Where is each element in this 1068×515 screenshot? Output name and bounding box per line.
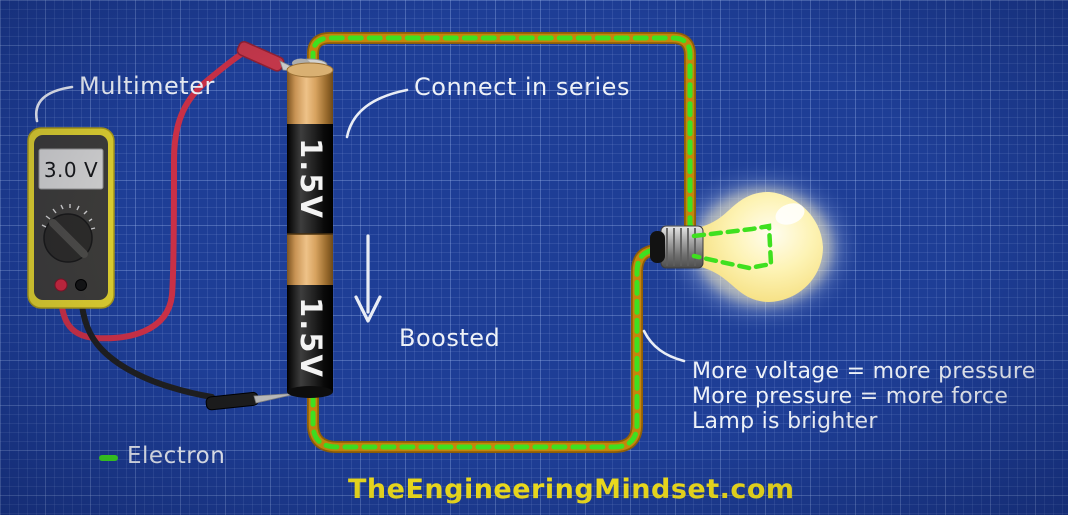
black-lead-wire (78, 286, 215, 400)
watermark-text: TheEngineeringMindset.com (348, 474, 795, 505)
black-probe-tip (253, 392, 301, 404)
note-line-2: More pressure = more force (692, 384, 1009, 409)
black-port (75, 279, 87, 291)
note-line-3: Lamp is brighter (692, 409, 878, 434)
multimeter-label: Multimeter (79, 72, 215, 100)
red-port (54, 278, 68, 292)
multimeter-callout-line (34, 85, 74, 123)
voltage-notes: More voltage = more pressure More pressu… (692, 359, 1036, 434)
light-bulb (650, 192, 823, 302)
wire-top-run (307, 32, 696, 238)
battery-1-label: 1.5V (294, 138, 328, 220)
filament-electron-dashes (691, 223, 774, 271)
bulb-highlight (775, 203, 805, 225)
electron-legend: Electron (99, 443, 225, 469)
bulb-contact-tip (650, 231, 665, 263)
connect-in-series-label: Connect in series (414, 73, 630, 101)
boosted-label: Boosted (399, 324, 501, 352)
multimeter-leads (57, 40, 304, 411)
battery-2 (287, 233, 333, 398)
battery-stack (286, 58, 334, 398)
battery-2-label: 1.5V (294, 297, 328, 379)
boosted-down-arrow (354, 234, 382, 323)
electron-legend-label: Electron (127, 443, 226, 469)
electron-dash-icon (99, 454, 118, 461)
battery-1 (286, 62, 334, 234)
circuit-wire (307, 32, 696, 453)
dial-ticks (41, 204, 96, 230)
red-probe (236, 40, 285, 72)
notes-callout-line (642, 329, 686, 363)
rotary-dial (41, 204, 96, 263)
note-line-1: More voltage = more pressure (692, 359, 1036, 384)
series-callout-line (345, 88, 409, 139)
multimeter-screen (38, 148, 104, 190)
multimeter (27, 127, 115, 309)
multimeter-reading: 3.0 V (43, 157, 99, 182)
